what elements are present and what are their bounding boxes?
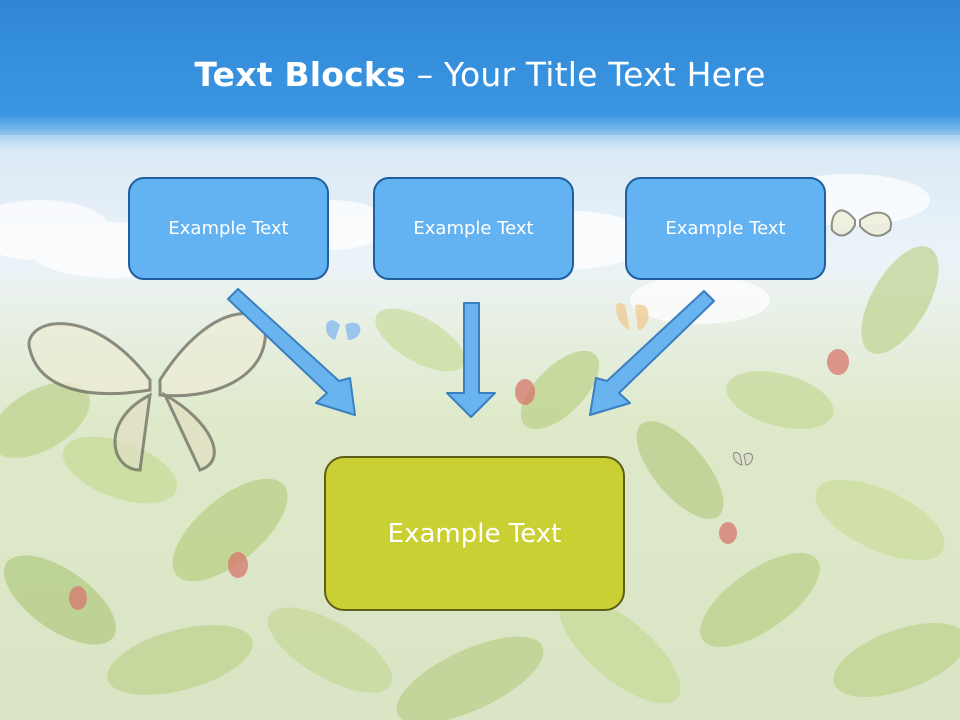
text-block-2[interactable]: Example Text (373, 177, 574, 280)
title-bold-text: Text Blocks (194, 55, 406, 94)
title-rest-text: Your Title Text Here (443, 55, 766, 94)
slide-title: Text Blocks – Your Title Text Here (0, 52, 960, 98)
text-block-3[interactable]: Example Text (625, 177, 826, 280)
title-dash: – (405, 55, 444, 94)
leaf-icon (0, 246, 960, 720)
text-block-2-label: Example Text (413, 218, 534, 239)
ladybug-icon (69, 349, 849, 610)
text-block-3-label: Example Text (665, 218, 786, 239)
target-text-block-label: Example Text (387, 518, 562, 549)
target-text-block[interactable]: Example Text (324, 456, 625, 611)
text-block-1[interactable]: Example Text (128, 177, 329, 280)
text-block-1-label: Example Text (168, 218, 289, 239)
